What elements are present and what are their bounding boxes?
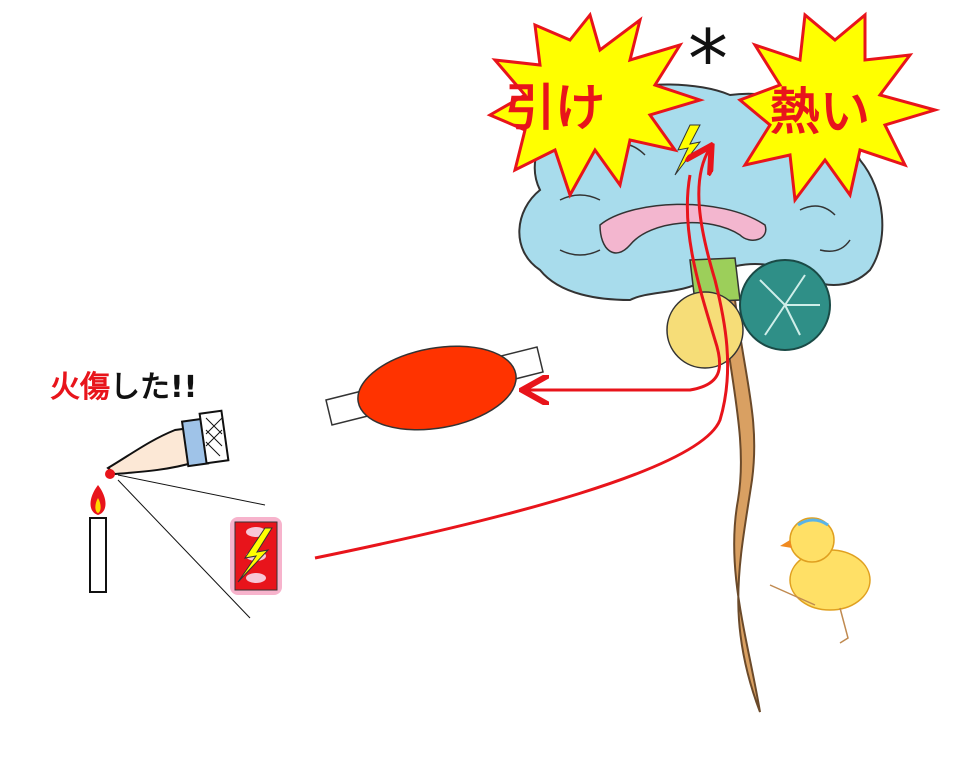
pull-command-label: 引け bbox=[505, 79, 605, 137]
finger-hand-icon bbox=[105, 409, 230, 479]
burn-label: 火傷した!! bbox=[50, 362, 197, 406]
candle bbox=[89, 517, 107, 593]
pons bbox=[666, 291, 744, 369]
muscle bbox=[357, 345, 517, 431]
corpus-callosum bbox=[599, 203, 767, 254]
chick-icon bbox=[769, 517, 871, 644]
spinal-cord bbox=[720, 299, 761, 713]
burn-label-prefix: 火傷 bbox=[50, 370, 110, 405]
lightning-icon bbox=[237, 527, 273, 583]
burst-left bbox=[486, 11, 705, 199]
motor-pathway bbox=[525, 174, 722, 390]
asterisk-mark: * bbox=[688, 13, 728, 106]
burn-label-suffix: した!! bbox=[110, 370, 198, 405]
burst-right bbox=[737, 11, 941, 204]
hot-sensation-label: 熱い bbox=[770, 83, 870, 141]
sensory-pathway bbox=[314, 148, 730, 560]
pain-receptor bbox=[230, 517, 282, 595]
